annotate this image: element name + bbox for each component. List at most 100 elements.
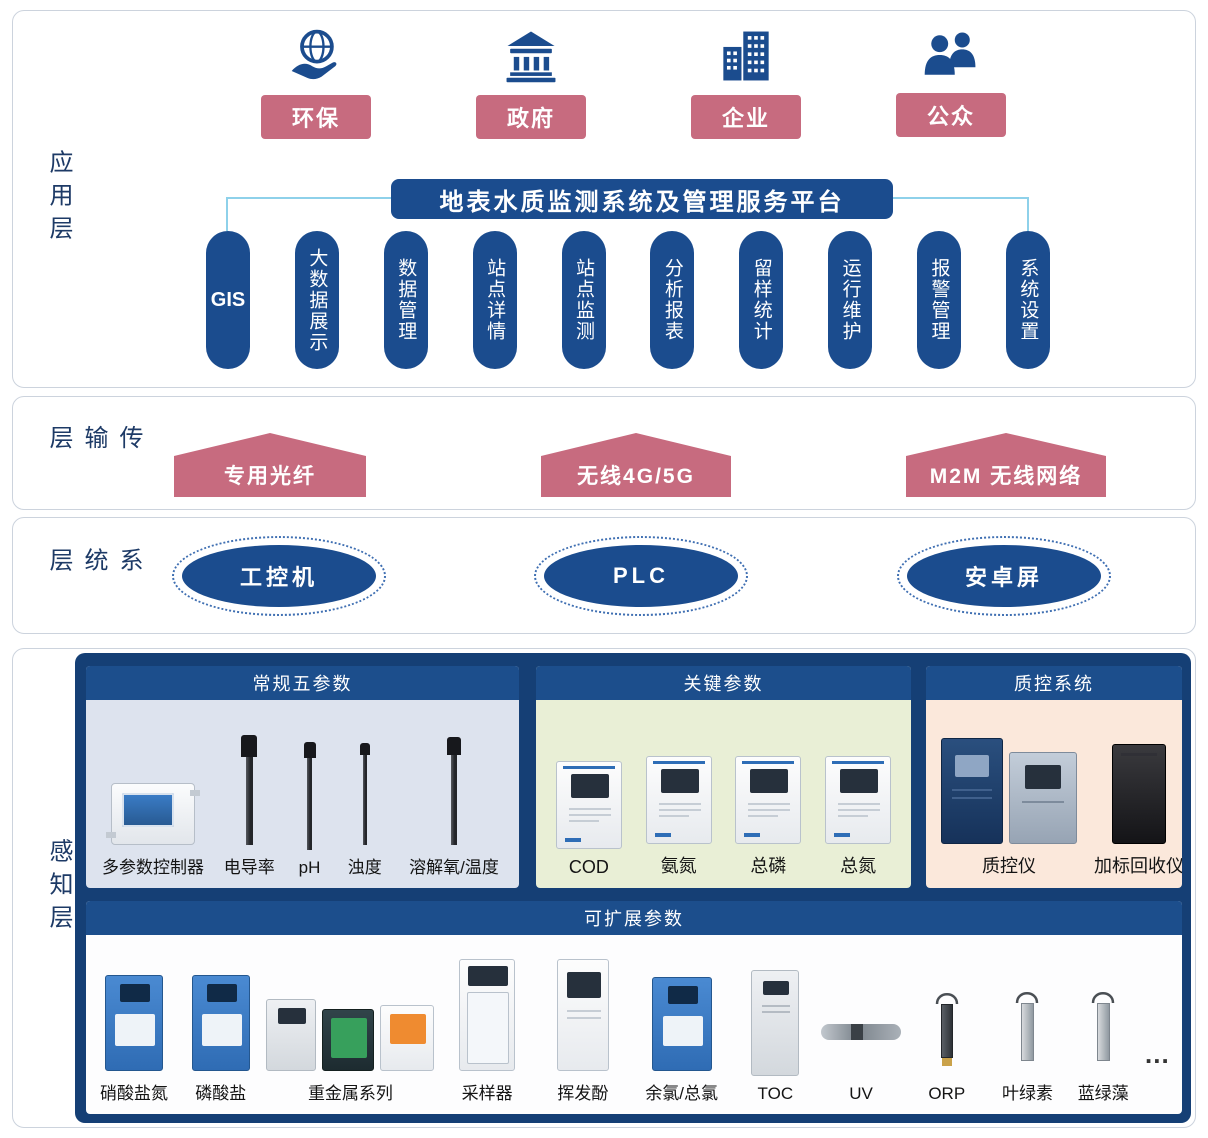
device-sampler: 采样器 [438,959,536,1104]
ellipsis-text: … [1143,1039,1172,1069]
device-nitrate-nitrogen-analyzer: 硝酸盐氮 [92,975,176,1104]
perception-layer-section: 感知层 常规五参数 多参数控制器 [12,648,1196,1128]
panel-standard-parameters: 常规五参数 多参数控制器 [86,666,519,888]
system-layer-label: 系统层 [45,546,142,580]
ph-probe-graphic [303,742,316,850]
module-station-details: 站点详情 [472,231,517,369]
panel-key-title: 关键参数 [536,666,911,700]
transmission-layer-label: 传输层 [45,425,142,458]
device-label: 总磷 [750,856,787,876]
panel-key-parameters: 关键参数 COD [536,666,911,888]
ammonia-analyzer-graphic [645,756,712,844]
recovery-instrument-graphic [1112,744,1166,844]
perception-layer-label: 感知层 [45,838,72,938]
device-residual-chlorine-analyzer: 余氯/总氯 [630,977,734,1104]
device-label: 溶解氧/温度 [409,858,499,877]
phosphorus-analyzer-graphic [735,756,802,844]
device-label: 蓝绿藻 [1077,1084,1129,1103]
environment-globe-hand-icon [291,29,337,80]
nitrate-analyzer-graphic [105,975,163,1071]
conductivity-probe-graphic [241,735,258,845]
controller-device-graphic [106,783,200,845]
module-sample-retention-stats: 留样统计 [739,231,784,369]
device-label: 硝酸盐氮 [100,1084,168,1103]
device-turbidity-sensor: 浊度 [335,743,395,878]
node-industrial-pc-label: 工控机 [182,545,376,607]
perception-board: 常规五参数 多参数控制器 [75,653,1191,1123]
device-toc-analyzer: TOC [736,970,814,1104]
device-multiparameter-controller: 多参数控制器 [94,783,212,878]
device-total-nitrogen-analyzer: 总氮 [816,756,900,878]
channel-wireless-4g-5g: 无线4G/5G [541,433,731,497]
orp-probe-graphic [934,988,960,1066]
node-industrial-pc: 工控机 [172,536,386,616]
government-building-icon [506,31,556,83]
turbidity-probe-graphic [359,743,370,845]
device-label: 加标回收仪 [1094,856,1182,876]
device-label: 叶绿素 [1001,1084,1053,1103]
device-label: 浊度 [347,858,382,877]
module-gis: GIS [206,231,250,369]
module-operation-maintenance: 运行维护 [828,231,873,369]
panel-qc-system: 质控系统 [926,666,1182,888]
panel-extensible-parameters: 可扩展参数 硝酸盐氮 磷酸盐 [86,901,1182,1114]
device-label: 磷酸盐 [195,1084,247,1103]
device-label: 挥发酚 [557,1084,609,1103]
stakeholder-public: 公众 [896,27,1006,137]
application-layer-label: 应用层 [45,149,72,249]
panel-extensible-title: 可扩展参数 [86,901,1182,935]
device-label: 采样器 [461,1084,513,1103]
connector-line-left [226,197,393,231]
application-layer-section: 应用层 环保 政府 [12,10,1196,388]
device-label: ORP [928,1084,966,1103]
toc-analyzer-graphic [751,970,800,1076]
transmission-layer-section: 传输层 专用光纤 无线4G/5G M2M 无线网络 [12,396,1196,510]
device-uv-sensor: UV [817,1024,905,1104]
algae-probe-graphic [1090,987,1116,1061]
module-row: GIS 大数据展示 数据管理 站点详情 站点监测 分析报表 留样统计 运行维护 … [206,231,1050,369]
module-alarm-management: 报警管理 [917,231,961,369]
dissolved-oxygen-probe-graphic [447,737,461,845]
connector-line-right [893,197,1029,231]
stakeholder-government: 政府 [476,27,586,139]
device-ammonia-nitrogen-analyzer: 氨氮 [637,756,721,878]
device-label: 余氯/总氯 [645,1084,718,1103]
device-label: UV [849,1084,873,1103]
enterprise-building-icon [723,31,769,81]
device-label: 质控仪 [982,856,1036,876]
device-quality-control-instrument: 质控仪 [934,738,1084,878]
device-label: pH [298,858,321,877]
node-android-screen-label: 安卓屏 [907,545,1101,607]
sampler-graphic [459,959,516,1071]
module-data-management: 数据管理 [383,231,428,369]
module-analysis-report: 分析报表 [650,231,695,369]
device-total-phosphorus-analyzer: 总磷 [726,756,810,878]
stakeholder-environment: 环保 [261,27,371,139]
device-label: 重金属系列 [307,1084,393,1103]
cod-analyzer-graphic [555,761,622,849]
device-label: 氨氮 [660,856,697,876]
system-layer-section: 系统层 工控机 PLC 安卓屏 [12,517,1196,634]
stakeholder-enterprise: 企业 [691,27,801,139]
device-label: COD [568,857,609,877]
stakeholder-label-public: 公众 [896,93,1006,137]
uv-sensor-graphic [821,1024,902,1040]
device-phosphate-analyzer: 磷酸盐 [179,975,263,1104]
module-station-monitoring: 站点监测 [561,231,606,369]
device-blue-green-algae-sensor: 蓝绿藻 [1069,987,1137,1104]
channel-dedicated-fiber: 专用光纤 [174,433,366,497]
device-dissolved-oxygen-sensor: 溶解氧/温度 [397,737,511,878]
node-android-screen: 安卓屏 [897,536,1111,616]
node-plc: PLC [534,536,748,616]
volatile-phenol-graphic [556,959,609,1071]
device-label: 电导率 [223,858,275,877]
module-system-settings: 系统设置 [1005,231,1050,369]
device-conductivity-sensor: 电导率 [214,735,284,878]
nitrogen-analyzer-graphic [825,756,892,844]
device-label: 总氮 [840,856,877,876]
node-plc-label: PLC [544,545,738,607]
device-ph-sensor: pH [287,742,333,878]
chlorine-analyzer-graphic [651,977,712,1071]
device-label: TOC [757,1084,794,1103]
